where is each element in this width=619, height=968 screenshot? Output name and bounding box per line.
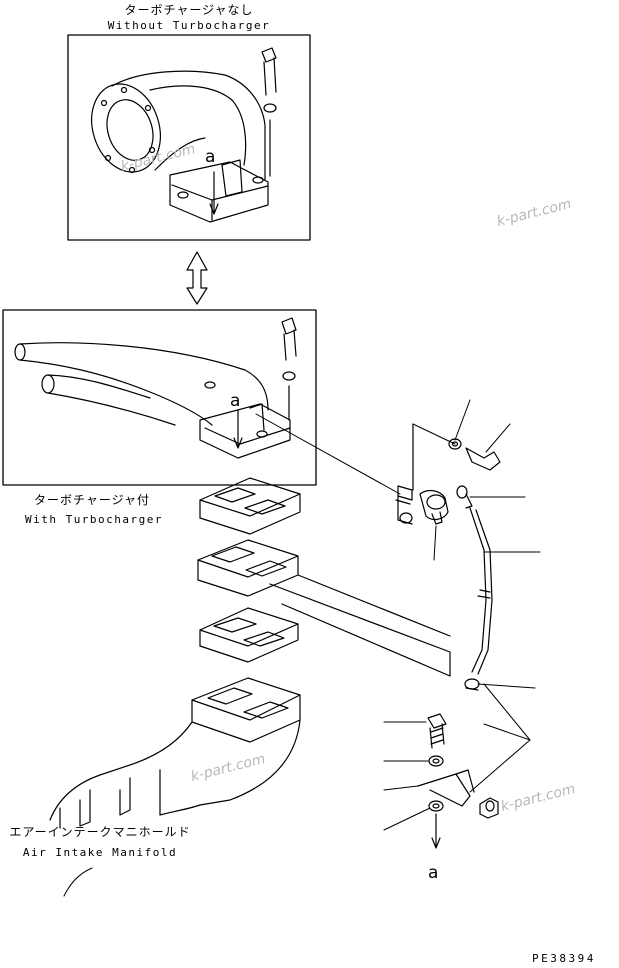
clamp-plate bbox=[417, 769, 475, 807]
with-turbo-box bbox=[2, 309, 317, 486]
without-turbo-box bbox=[67, 34, 311, 241]
bolt-right-upper bbox=[465, 447, 501, 471]
bolt-lower bbox=[427, 713, 447, 749]
manifold-label-en: Air Intake Manifold bbox=[22, 846, 178, 859]
arrow-a-bottom bbox=[431, 813, 441, 849]
turbo-manifold-pipe bbox=[14, 342, 291, 459]
arrow-a-middle bbox=[233, 409, 243, 449]
with-turbo-label-en: With Turbocharger bbox=[24, 513, 164, 526]
washer-lower-b bbox=[428, 800, 444, 812]
air-intake-manifold bbox=[49, 677, 301, 829]
ref-a-bottom: a bbox=[428, 863, 439, 883]
bolt-top bbox=[261, 47, 277, 177]
manifold-label-jp: エアーインテークマニホールド bbox=[9, 825, 191, 839]
gasket-lower bbox=[199, 607, 299, 663]
sensor-body bbox=[419, 489, 449, 525]
elbow-pipe bbox=[91, 70, 269, 223]
without-turbo-label-en: Without Turbocharger bbox=[107, 19, 271, 32]
leader-line bbox=[255, 413, 401, 495]
ref-a-middle: a bbox=[230, 391, 241, 411]
part-code: PE38394 bbox=[532, 952, 596, 965]
harness-wire bbox=[456, 485, 493, 691]
washer-lower-a bbox=[428, 755, 444, 767]
callout-leaders-lower bbox=[383, 683, 531, 831]
gasket-upper bbox=[199, 477, 301, 535]
bolt-middle bbox=[281, 317, 297, 421]
with-turbo-label-jp: ターボチャージャ付 bbox=[33, 493, 151, 507]
swap-arrow bbox=[186, 251, 208, 305]
sensor-bracket bbox=[395, 423, 456, 525]
without-turbo-label-jp: ターボチャージャなし bbox=[124, 3, 254, 17]
ref-a-top: a bbox=[205, 147, 216, 167]
intake-connector bbox=[197, 539, 451, 677]
manifold-leader bbox=[63, 867, 93, 897]
nut bbox=[479, 797, 499, 819]
arrow-a-top bbox=[209, 171, 219, 215]
callout-leaders bbox=[433, 399, 541, 689]
